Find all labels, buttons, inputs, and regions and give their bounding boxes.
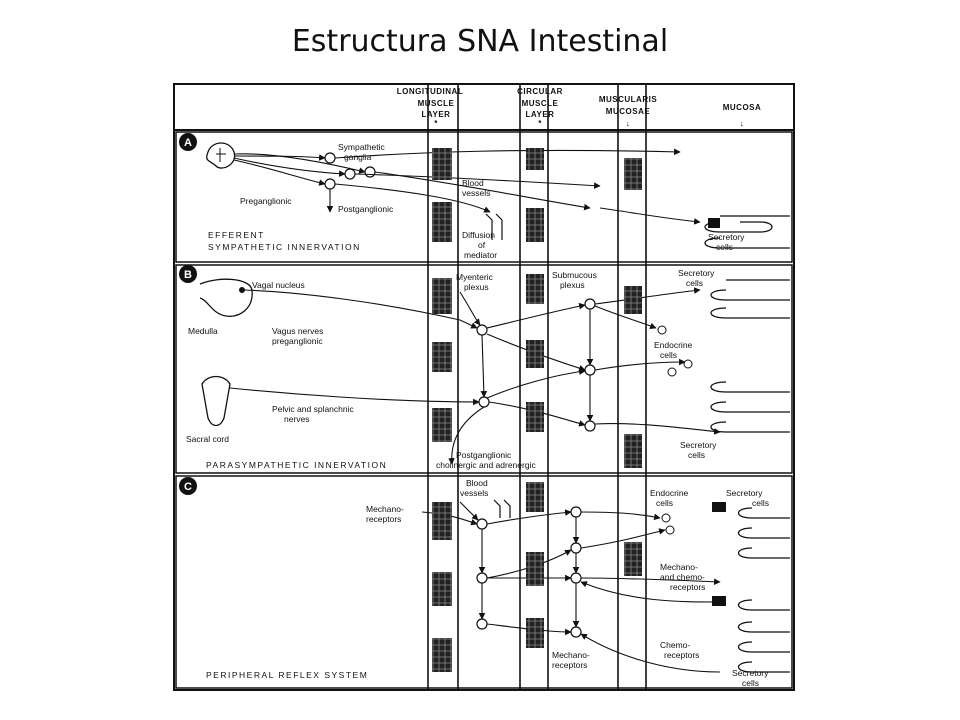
muscle-tissue-b <box>432 274 642 468</box>
blood-vessel-icon <box>485 213 503 240</box>
panel-a-title-1: EFFERENT <box>208 230 265 240</box>
panel-a: A Sympathetic ganglia Preganglionic Post… <box>179 133 790 260</box>
vagus-label-2: preganglionic <box>272 336 323 346</box>
header-longitudinal-3: LAYER <box>422 110 451 119</box>
secretory-bottom-label-2: cells <box>688 450 705 460</box>
preganglionic-label: Preganglionic <box>240 196 292 206</box>
page-title: Estructura SNA Intestinal <box>291 24 669 59</box>
mechano-chemo-label-3: receptors <box>670 582 705 592</box>
submucous-label-2: plexus <box>560 280 585 290</box>
mechanoreceptors-left-label-2: receptors <box>366 514 401 524</box>
secretory-top-label-2: cells <box>686 278 703 288</box>
vagal-nucleus-label: Vagal nucleus <box>252 280 305 290</box>
spinal-cord-icon <box>206 142 236 169</box>
header-mucosa-label: MUCOSA <box>723 103 762 112</box>
postganglionic-b-label-2: cholinergic and adrenergic <box>436 460 536 470</box>
sacral-cord-icon <box>201 375 231 427</box>
mechanoreceptors-bottom-label-1: Mechano- <box>552 650 590 660</box>
header-muscularis: MUSCULARIS MUCOSAE ↓ <box>599 95 657 128</box>
sympathetic-ganglia-label-2: ganglia <box>344 152 372 162</box>
blood-vessel-c-icon <box>493 499 511 518</box>
svg-text:↓: ↓ <box>626 119 631 128</box>
header-longitudinal: LONGITUDINAL MUSCLE LAYER * <box>397 87 463 128</box>
secretory-c-label-1: Secretory <box>726 488 763 498</box>
layer-columns <box>427 84 647 690</box>
svg-text:*: * <box>538 119 542 128</box>
submucous-label-1: Submucous <box>552 270 597 280</box>
panel-c: C Mechano- receptors Blood vessels <box>179 477 790 688</box>
villi-icon <box>704 215 790 249</box>
chemoreceptors-label-2: receptors <box>664 650 699 660</box>
blood-vessels-c-label-1: Blood <box>466 478 488 488</box>
postganglionic-b-label-1: Postganglionic <box>456 450 512 460</box>
header-longitudinal-2: MUSCLE <box>418 99 455 108</box>
panel-b-letter: B <box>184 269 192 281</box>
villi-icon-c <box>737 507 790 673</box>
pelvic-label-2: nerves <box>284 414 310 424</box>
diagram-frame <box>173 83 795 691</box>
diffusion-label-2: of <box>478 240 486 250</box>
chemoreceptors-label-1: Chemo- <box>660 640 690 650</box>
sympathetic-ganglia-label-1: Sympathetic <box>338 142 386 152</box>
myenteric-label-2: plexus <box>464 282 489 292</box>
header-circular-3: LAYER <box>526 110 555 119</box>
villi-icon-b <box>710 279 790 433</box>
panel-a-frame <box>175 131 793 263</box>
secretory-bottom-label-1: Secretory <box>680 440 717 450</box>
muscle-tissue-c <box>432 482 642 672</box>
endocrine-c-label-2: cells <box>656 498 673 508</box>
endocrine-label-1: Endocrine <box>654 340 693 350</box>
postganglionic-label: Postganglionic <box>338 204 394 214</box>
myenteric-label-1: Myenteric <box>456 272 494 282</box>
panel-a-letter: A <box>184 137 192 149</box>
panel-b-frame <box>175 264 793 474</box>
medulla-icon <box>199 278 253 317</box>
blood-vessels-c-label-2: vessels <box>460 488 488 498</box>
svg-text:*: * <box>434 119 438 128</box>
diffusion-label-3: mediator <box>464 250 497 260</box>
secretory-c-label-2: cells <box>752 498 769 508</box>
endocrine-label-2: cells <box>660 350 677 360</box>
mechanoreceptors-bottom-label-2: receptors <box>552 660 587 670</box>
sacral-cord-label: Sacral cord <box>186 434 229 444</box>
panel-c-frame <box>175 475 793 689</box>
mechanoreceptors-left-label-1: Mechano- <box>366 504 404 514</box>
secretory-c-bottom-label-1: Secretory <box>732 668 769 678</box>
panel-c-letter: C <box>184 481 192 493</box>
header-circular-2: MUSCLE <box>522 99 559 108</box>
header-muscularis-1: MUSCULARIS <box>599 95 657 104</box>
pelvic-label-1: Pelvic and splanchnic <box>272 404 354 414</box>
panel-b: B Vagal nucleus Medulla Sacral cord Vagu… <box>179 265 790 470</box>
header-mucosa: MUCOSA ↓ <box>723 103 762 128</box>
ens-diagram: LONGITUDINAL MUSCLE LAYER * CIRCULAR MUS… <box>173 83 795 691</box>
muscle-tissue <box>432 148 642 242</box>
panel-a-title-2: SYMPATHETIC INNERVATION <box>208 242 361 252</box>
header-circular-1: CIRCULAR <box>517 87 563 96</box>
endocrine-c-label-1: Endocrine <box>650 488 689 498</box>
secretory-top-label-1: Secretory <box>678 268 715 278</box>
medulla-label: Medulla <box>188 326 218 336</box>
panel-c-title: PERIPHERAL REFLEX SYSTEM <box>206 670 368 680</box>
secretory-label-1: Secretory <box>708 232 745 242</box>
secretory-c-bottom-label-2: cells <box>742 678 759 688</box>
blood-vessels-label-2: vessels <box>462 188 490 198</box>
blood-vessels-label-1: Blood <box>462 178 484 188</box>
header-longitudinal-1: LONGITUDINAL <box>397 87 463 96</box>
diffusion-label-1: Diffusion <box>462 230 495 240</box>
panel-b-title: PARASYMPATHETIC INNERVATION <box>206 460 387 470</box>
svg-text:↓: ↓ <box>740 119 745 128</box>
header-muscularis-2: MUCOSAE <box>606 107 651 116</box>
vagus-label-1: Vagus nerves <box>272 326 323 336</box>
mechano-chemo-label-1: Mechano- <box>660 562 698 572</box>
secretory-label-2: cells <box>716 242 733 252</box>
header-circular: CIRCULAR MUSCLE LAYER * <box>517 87 563 128</box>
mechano-chemo-label-2: and chemo- <box>660 572 705 582</box>
